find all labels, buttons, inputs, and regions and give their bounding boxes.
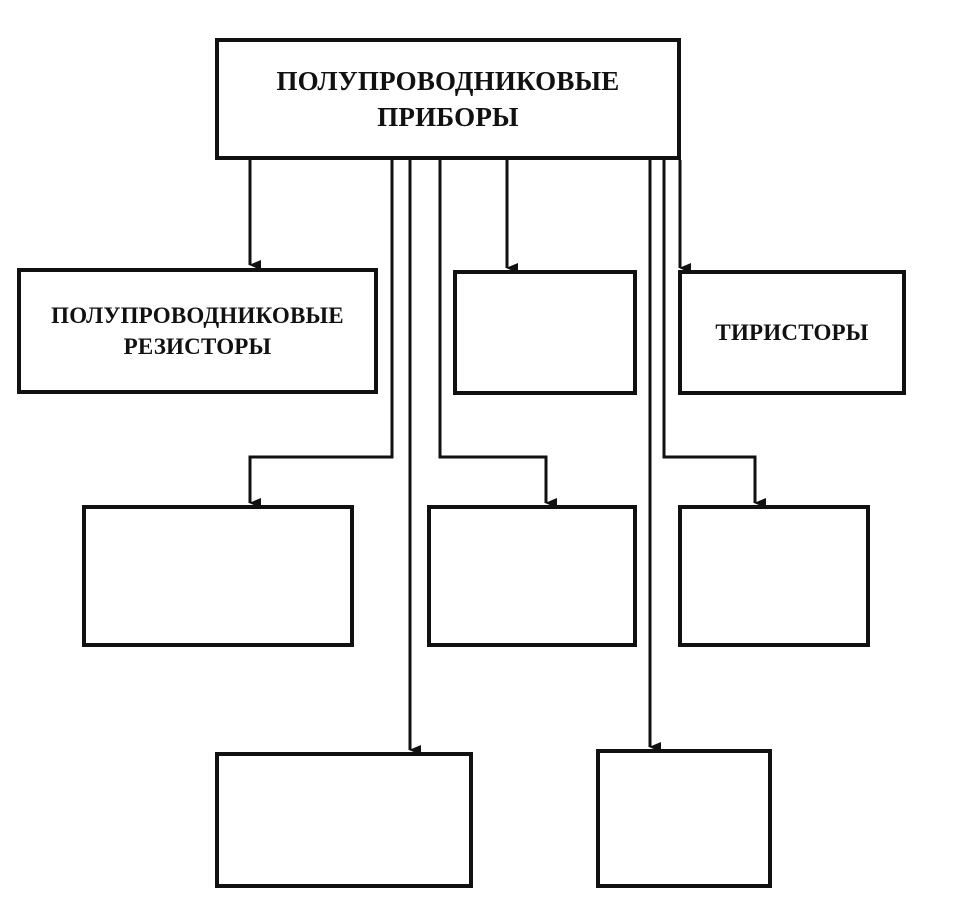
root-label: ПОЛУПРОВОДНИКОВЫЕ ПРИБОРЫ	[276, 65, 620, 132]
thyristors-box: ТИРИСТОРЫ	[678, 270, 906, 395]
connector-to-mid-right	[662, 160, 766, 508]
root-box: ПОЛУПРОВОДНИКОВЫЕ ПРИБОРЫ	[215, 38, 681, 160]
mid-left-empty-box	[82, 505, 354, 647]
top-middle-empty-box	[453, 270, 637, 395]
bottom-right-empty-box	[596, 749, 772, 888]
connector-to-mid-left	[248, 160, 394, 508]
mid-center-empty-box	[427, 505, 637, 647]
bottom-left-empty-box	[215, 752, 473, 888]
connector-to-mid-center	[438, 160, 557, 508]
semiconductor-resistors-box: ПОЛУПРОВОДНИКОВЫЕ РЕЗИСТОРЫ	[17, 268, 378, 394]
semiconductor-resistors-label: ПОЛУПРОВОДНИКОВЫЕ РЕЗИСТОРЫ	[51, 302, 344, 359]
thyristors-label: ТИРИСТОРЫ	[715, 319, 869, 345]
mid-right-empty-box	[678, 505, 870, 647]
